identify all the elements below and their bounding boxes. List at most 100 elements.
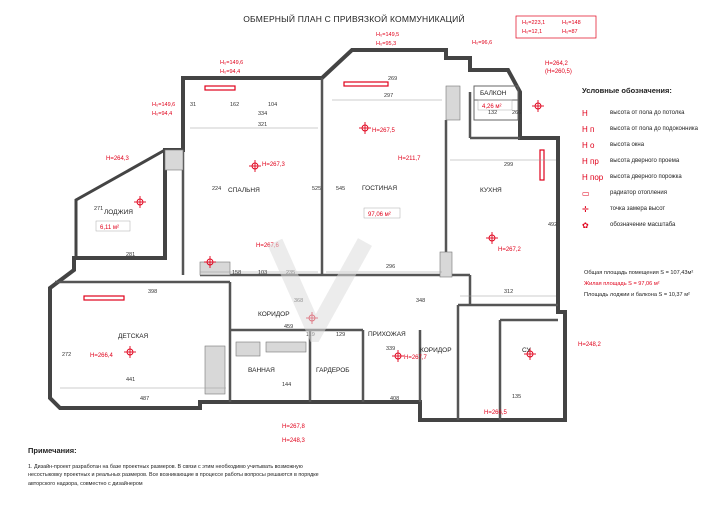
inner-walls: [55, 78, 558, 420]
wall-hatching: [164, 85, 461, 395]
svg-text:Н₀=148: Н₀=148: [562, 20, 581, 26]
svg-text:525: 525: [312, 186, 321, 192]
room-garderob: ГАРДЕРОБ: [316, 367, 350, 374]
svg-text:296: 296: [386, 264, 395, 270]
svg-text:408: 408: [390, 396, 399, 402]
notes-heading: Примечания:: [28, 446, 77, 455]
svg-text:Н=267,2: Н=267,2: [498, 247, 522, 253]
room-spalnya: СПАЛЬНЯ: [228, 187, 260, 194]
svg-text:224: 224: [212, 186, 221, 192]
room-koridor-2: КОРИДОР: [420, 347, 452, 354]
svg-text:162: 162: [230, 102, 239, 108]
svg-text:103: 103: [258, 270, 267, 276]
svg-text:Н=211,7: Н=211,7: [398, 156, 421, 162]
svg-text:Н=267,5: Н=267,5: [372, 128, 396, 134]
svg-text:Н=266,5: Н=266,5: [484, 410, 508, 416]
room-kukhnya: КУХНЯ: [480, 187, 502, 194]
legend-item: ✛точка замера высот: [582, 204, 666, 214]
area-lodzhiya: 6,11 м²: [100, 225, 119, 231]
room-lodzhiya: ЛОДЖИЯ: [104, 209, 133, 216]
svg-text:Н=267,7: Н=267,7: [404, 355, 428, 361]
svg-text:271: 271: [94, 206, 103, 212]
svg-text:334: 334: [258, 111, 267, 117]
svg-text:(Н=260,5): (Н=260,5): [545, 69, 572, 75]
svg-text:Н=267,8: Н=267,8: [282, 424, 306, 430]
radiator-icon: ▭: [582, 188, 590, 198]
svg-text:297: 297: [384, 93, 393, 99]
loggia-area: Площадь лоджии и балкона S = 10,37 м²: [584, 292, 690, 298]
area-badges: 6,11 м² 4,26 м² 97,06 м²: [95, 99, 513, 232]
svg-text:272: 272: [62, 352, 71, 358]
room-prikhozhaya: ПРИХОЖАЯ: [368, 331, 406, 338]
svg-text:492: 492: [548, 222, 557, 228]
opening-mark-frame: [515, 15, 597, 39]
legend-item: ✿обозначение масштаба: [582, 220, 676, 230]
svg-text:Н=267,3: Н=267,3: [262, 162, 286, 168]
dimension-lines: [60, 99, 556, 389]
area-gostinaya: 97,06 м²: [368, 212, 391, 218]
opening-marks: Н₀=149,5 Н₀=95,3 Н₀=149,6 Н₀=94,4 Н₀=149…: [152, 20, 581, 117]
total-area: Общая площадь помещения S = 107,43м²: [584, 270, 694, 276]
living-area: Жилая площадь S = 97,06 м²: [584, 281, 660, 287]
svg-text:339: 339: [386, 346, 395, 352]
room-detskaya: ДЕТСКАЯ: [118, 333, 149, 340]
svg-text:269: 269: [388, 76, 397, 82]
crosshair-icon: ✛: [582, 204, 589, 214]
svg-text:Н₀=96,6: Н₀=96,6: [472, 40, 492, 46]
svg-text:348: 348: [416, 298, 425, 304]
svg-text:487: 487: [140, 396, 149, 402]
svg-text:135: 135: [512, 394, 521, 400]
svg-text:Н₀=94,4: Н₀=94,4: [152, 111, 172, 117]
svg-text:459: 459: [284, 324, 293, 330]
area-balkon: 4,26 м²: [482, 104, 501, 110]
svg-text:Н₀=149,6: Н₀=149,6: [220, 60, 243, 66]
scale-icon: ✿: [582, 220, 589, 230]
svg-text:281: 281: [126, 252, 135, 258]
svg-text:266: 266: [512, 110, 521, 116]
notes: Примечания: 1. Дизайн-проект разработан …: [28, 446, 328, 488]
room-labels: СПАЛЬНЯ ГОСТИНАЯ КУХНЯ ЛОДЖИЯ БАЛКОН ДЕТ…: [104, 90, 531, 374]
notes-text: 1. Дизайн-проект разработан на базе прое…: [28, 464, 319, 487]
svg-text:312: 312: [504, 289, 513, 295]
room-balkon: БАЛКОН: [480, 90, 507, 97]
svg-text:Н₀=149,5: Н₀=149,5: [376, 32, 399, 38]
svg-text:441: 441: [126, 377, 135, 383]
page-title: ОБМЕРНЫЙ ПЛАН С ПРИВЯЗКОЙ КОММУНИКАЦИЙ: [243, 14, 465, 24]
room-su: СУ: [522, 347, 531, 354]
svg-text:158: 158: [232, 270, 241, 276]
svg-text:Н=264,2: Н=264,2: [545, 61, 569, 67]
svg-text:129: 129: [336, 332, 345, 338]
radiators: [83, 81, 545, 301]
svg-text:398: 398: [148, 289, 157, 295]
legend-heading: Условные обозначения:: [582, 86, 672, 95]
svg-text:144: 144: [282, 382, 291, 388]
svg-text:Н=248,3: Н=248,3: [282, 438, 306, 444]
legend-item: ▭радиатор отопления: [582, 188, 667, 198]
svg-text:321: 321: [258, 122, 267, 128]
svg-text:Н₀=87: Н₀=87: [562, 29, 578, 35]
svg-text:132: 132: [488, 110, 497, 116]
area-summary: Общая площадь помещения S = 107,43м² Жил…: [584, 268, 693, 301]
svg-text:299: 299: [504, 162, 513, 168]
room-vannaya: ВАННАЯ: [248, 367, 275, 374]
svg-text:Н=264,3: Н=264,3: [106, 156, 130, 162]
svg-text:Н₀=223,1: Н₀=223,1: [522, 20, 545, 26]
room-gostinaya: ГОСТИНАЯ: [362, 185, 397, 192]
watermark-logo: [267, 238, 372, 342]
svg-text:Н=248,2: Н=248,2: [578, 342, 602, 348]
svg-text:31: 31: [190, 102, 196, 108]
room-koridor-1: КОРИДОР: [258, 311, 290, 318]
svg-text:545: 545: [336, 186, 345, 192]
svg-text:Н₀=94,4: Н₀=94,4: [220, 69, 240, 75]
height-labels: Н=267,3 Н=267,5 Н=264,2 (Н=260,5) Н=264,…: [90, 61, 602, 444]
svg-text:Н=266,4: Н=266,4: [90, 353, 114, 359]
svg-text:Н=267,6: Н=267,6: [256, 243, 280, 249]
svg-text:Н₀=12,1: Н₀=12,1: [522, 29, 542, 35]
